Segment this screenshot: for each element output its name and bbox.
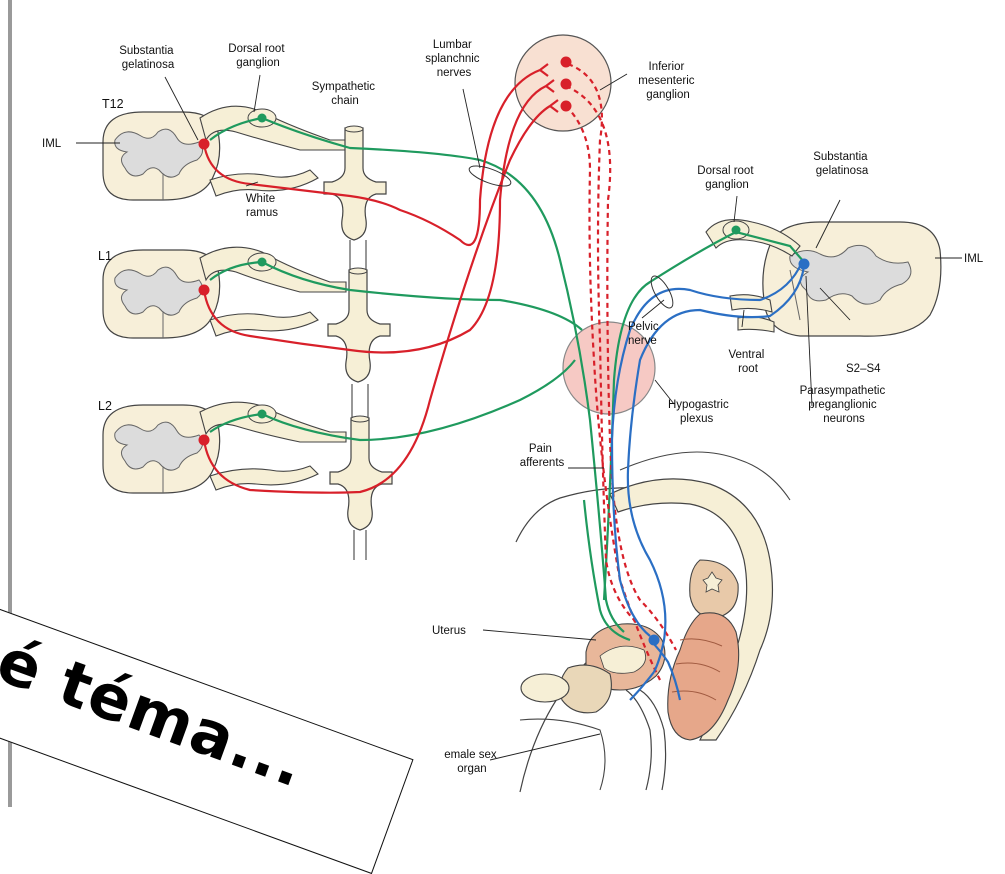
cord-t12: [103, 106, 346, 200]
cord-l1: [103, 247, 346, 338]
label-l1: L1: [98, 249, 112, 263]
label-t12: T12: [102, 97, 124, 111]
sympathetic-chain: [324, 126, 392, 560]
label-parasympathetic-preganglionic-neurons: Parasympathetic preganglionic neurons: [800, 385, 889, 425]
label-substantia-gelatinosa-left: Substantia gelatinosa: [119, 45, 177, 71]
label-s2-s4: S2–S4: [846, 363, 881, 375]
label-hypogastric-plexus: Hypogastric plexus: [668, 399, 732, 425]
label-l2: L2: [98, 399, 112, 413]
label-female-sex-organ: emale sex organ: [444, 749, 500, 775]
label-white-ramus: White ramus: [246, 193, 279, 219]
label-pain-afferents: Pain afferents: [520, 443, 565, 469]
label-dorsal-root-ganglion-right: Dorsal root ganglion: [697, 165, 756, 191]
label-iml-right: IML: [964, 253, 984, 265]
cord-sacral: [706, 220, 941, 337]
splanchnic-nerve-marker: [467, 162, 513, 190]
label-lumbar-splanchnic-nerves: Lumbar splanchnic nerves: [425, 39, 483, 79]
label-dorsal-root-ganglion-left: Dorsal root ganglion: [228, 43, 287, 69]
label-inferior-mesenteric-ganglion: Inferior mesenteric ganglion: [638, 61, 697, 101]
label-substantia-gelatinosa-right: Substantia gelatinosa: [813, 151, 871, 177]
pelvic-anatomy: [516, 452, 790, 792]
label-uterus: Uterus: [432, 625, 466, 637]
label-ventral-root: Ventral root: [728, 349, 767, 375]
label-iml-left: IML: [42, 138, 62, 150]
diagram-stage: Substantia gelatinosa Dorsal root gangli…: [0, 0, 1005, 807]
label-sympathetic-chain: Sympathetic chain: [312, 81, 378, 107]
